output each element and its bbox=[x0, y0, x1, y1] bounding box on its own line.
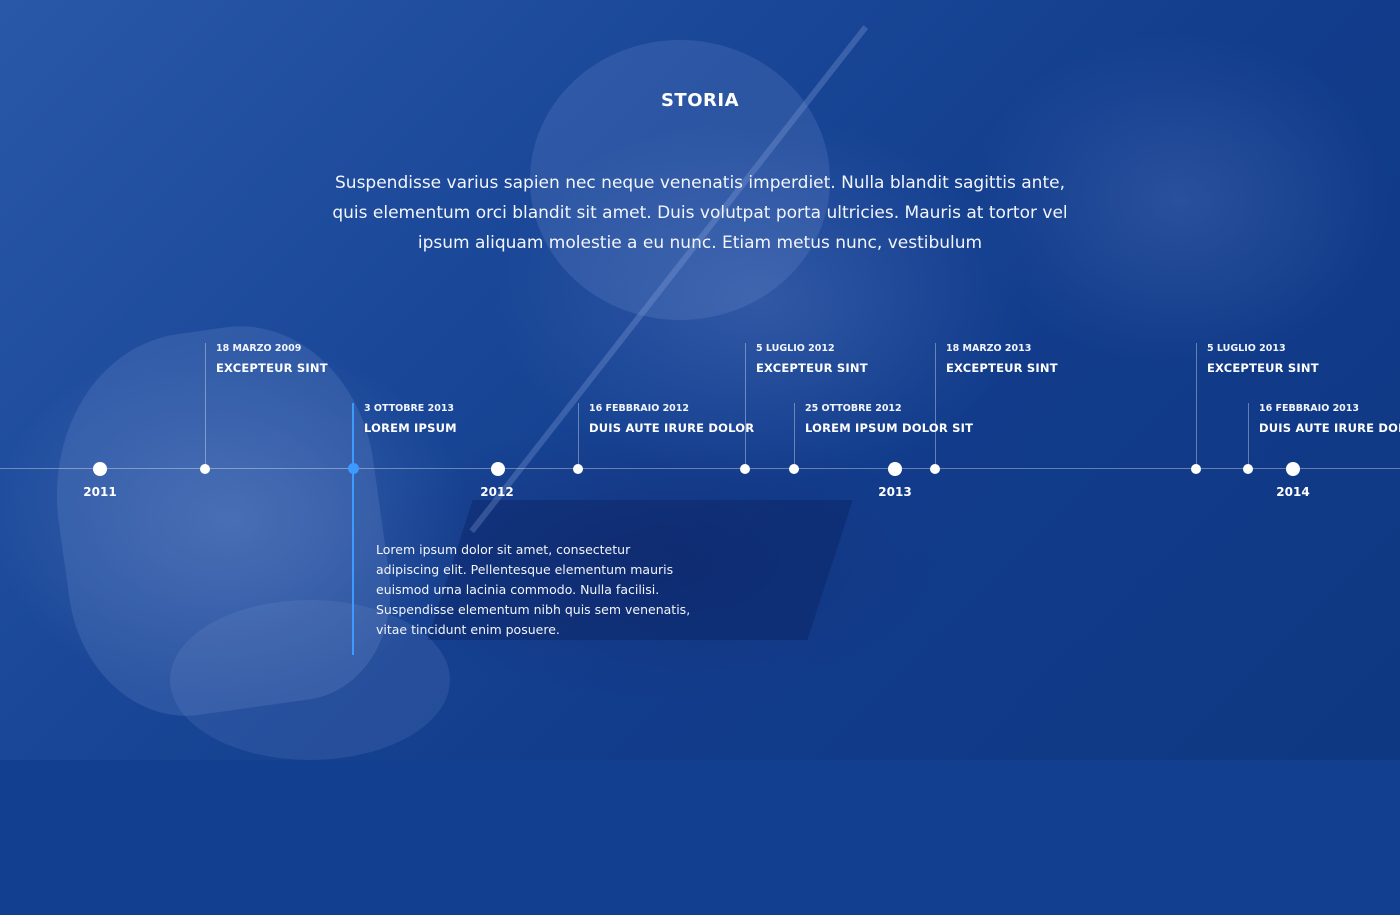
background-paper-shape bbox=[170, 600, 450, 760]
event-connector bbox=[745, 343, 746, 468]
event-connector bbox=[205, 343, 206, 468]
event-title[interactable]: DUIS AUTE IRURE DOLOR bbox=[1259, 421, 1400, 435]
event-date: 5 LUGLIO 2013 bbox=[1207, 343, 1286, 354]
year-marker-2014[interactable] bbox=[1286, 462, 1300, 476]
year-label-2013: 2013 bbox=[878, 485, 912, 499]
event-date: 18 MARZO 2009 bbox=[216, 343, 302, 354]
section-intro: Suspendisse varius sapien nec neque vene… bbox=[332, 173, 1068, 253]
event-title[interactable]: EXCEPTEUR SINT bbox=[216, 361, 328, 375]
event-date: 3 OTTOBRE 2013 bbox=[364, 403, 455, 414]
timeline-axis bbox=[0, 468, 1400, 469]
event-title[interactable]: DUIS AUTE IRURE DOLOR bbox=[589, 421, 755, 435]
event-marker[interactable] bbox=[930, 464, 940, 474]
event-date: 16 FEBBRAIO 2012 bbox=[589, 403, 690, 414]
background-highlight bbox=[530, 40, 830, 320]
event-date: 5 LUGLIO 2012 bbox=[756, 343, 835, 354]
event-title[interactable]: EXCEPTEUR SINT bbox=[946, 361, 1058, 375]
event-marker[interactable] bbox=[789, 464, 799, 474]
event-connector bbox=[794, 403, 795, 468]
event-title[interactable]: LOREM IPSUM bbox=[364, 421, 457, 435]
event-connector bbox=[1196, 343, 1197, 468]
event-date: 18 MARZO 2013 bbox=[946, 343, 1032, 354]
event-marker-active[interactable] bbox=[348, 463, 359, 474]
event-connector-active bbox=[352, 403, 354, 655]
event-connector bbox=[578, 403, 579, 468]
year-label-2012: 2012 bbox=[480, 485, 514, 499]
year-label-2011: 2011 bbox=[83, 485, 117, 499]
event-marker[interactable] bbox=[740, 464, 750, 474]
event-connector bbox=[935, 343, 936, 468]
event-marker[interactable] bbox=[200, 464, 210, 474]
year-marker-2011[interactable] bbox=[93, 462, 107, 476]
year-label-2014: 2014 bbox=[1276, 485, 1310, 499]
event-detail-text: Lorem ipsum dolor sit amet, consectetur … bbox=[376, 542, 691, 637]
event-title[interactable]: EXCEPTEUR SINT bbox=[1207, 361, 1319, 375]
event-title[interactable]: LOREM IPSUM DOLOR SIT bbox=[805, 421, 974, 435]
event-connector bbox=[1248, 403, 1249, 468]
year-marker-2012[interactable] bbox=[491, 462, 505, 476]
event-date: 25 OTTOBRE 2012 bbox=[805, 403, 902, 414]
event-marker[interactable] bbox=[573, 464, 583, 474]
event-date: 16 FEBBRAIO 2013 bbox=[1259, 403, 1360, 414]
event-marker[interactable] bbox=[1191, 464, 1201, 474]
section-title: STORIA bbox=[660, 90, 740, 111]
year-marker-2013[interactable] bbox=[888, 462, 902, 476]
event-marker[interactable] bbox=[1243, 464, 1253, 474]
event-title[interactable]: EXCEPTEUR SINT bbox=[756, 361, 868, 375]
